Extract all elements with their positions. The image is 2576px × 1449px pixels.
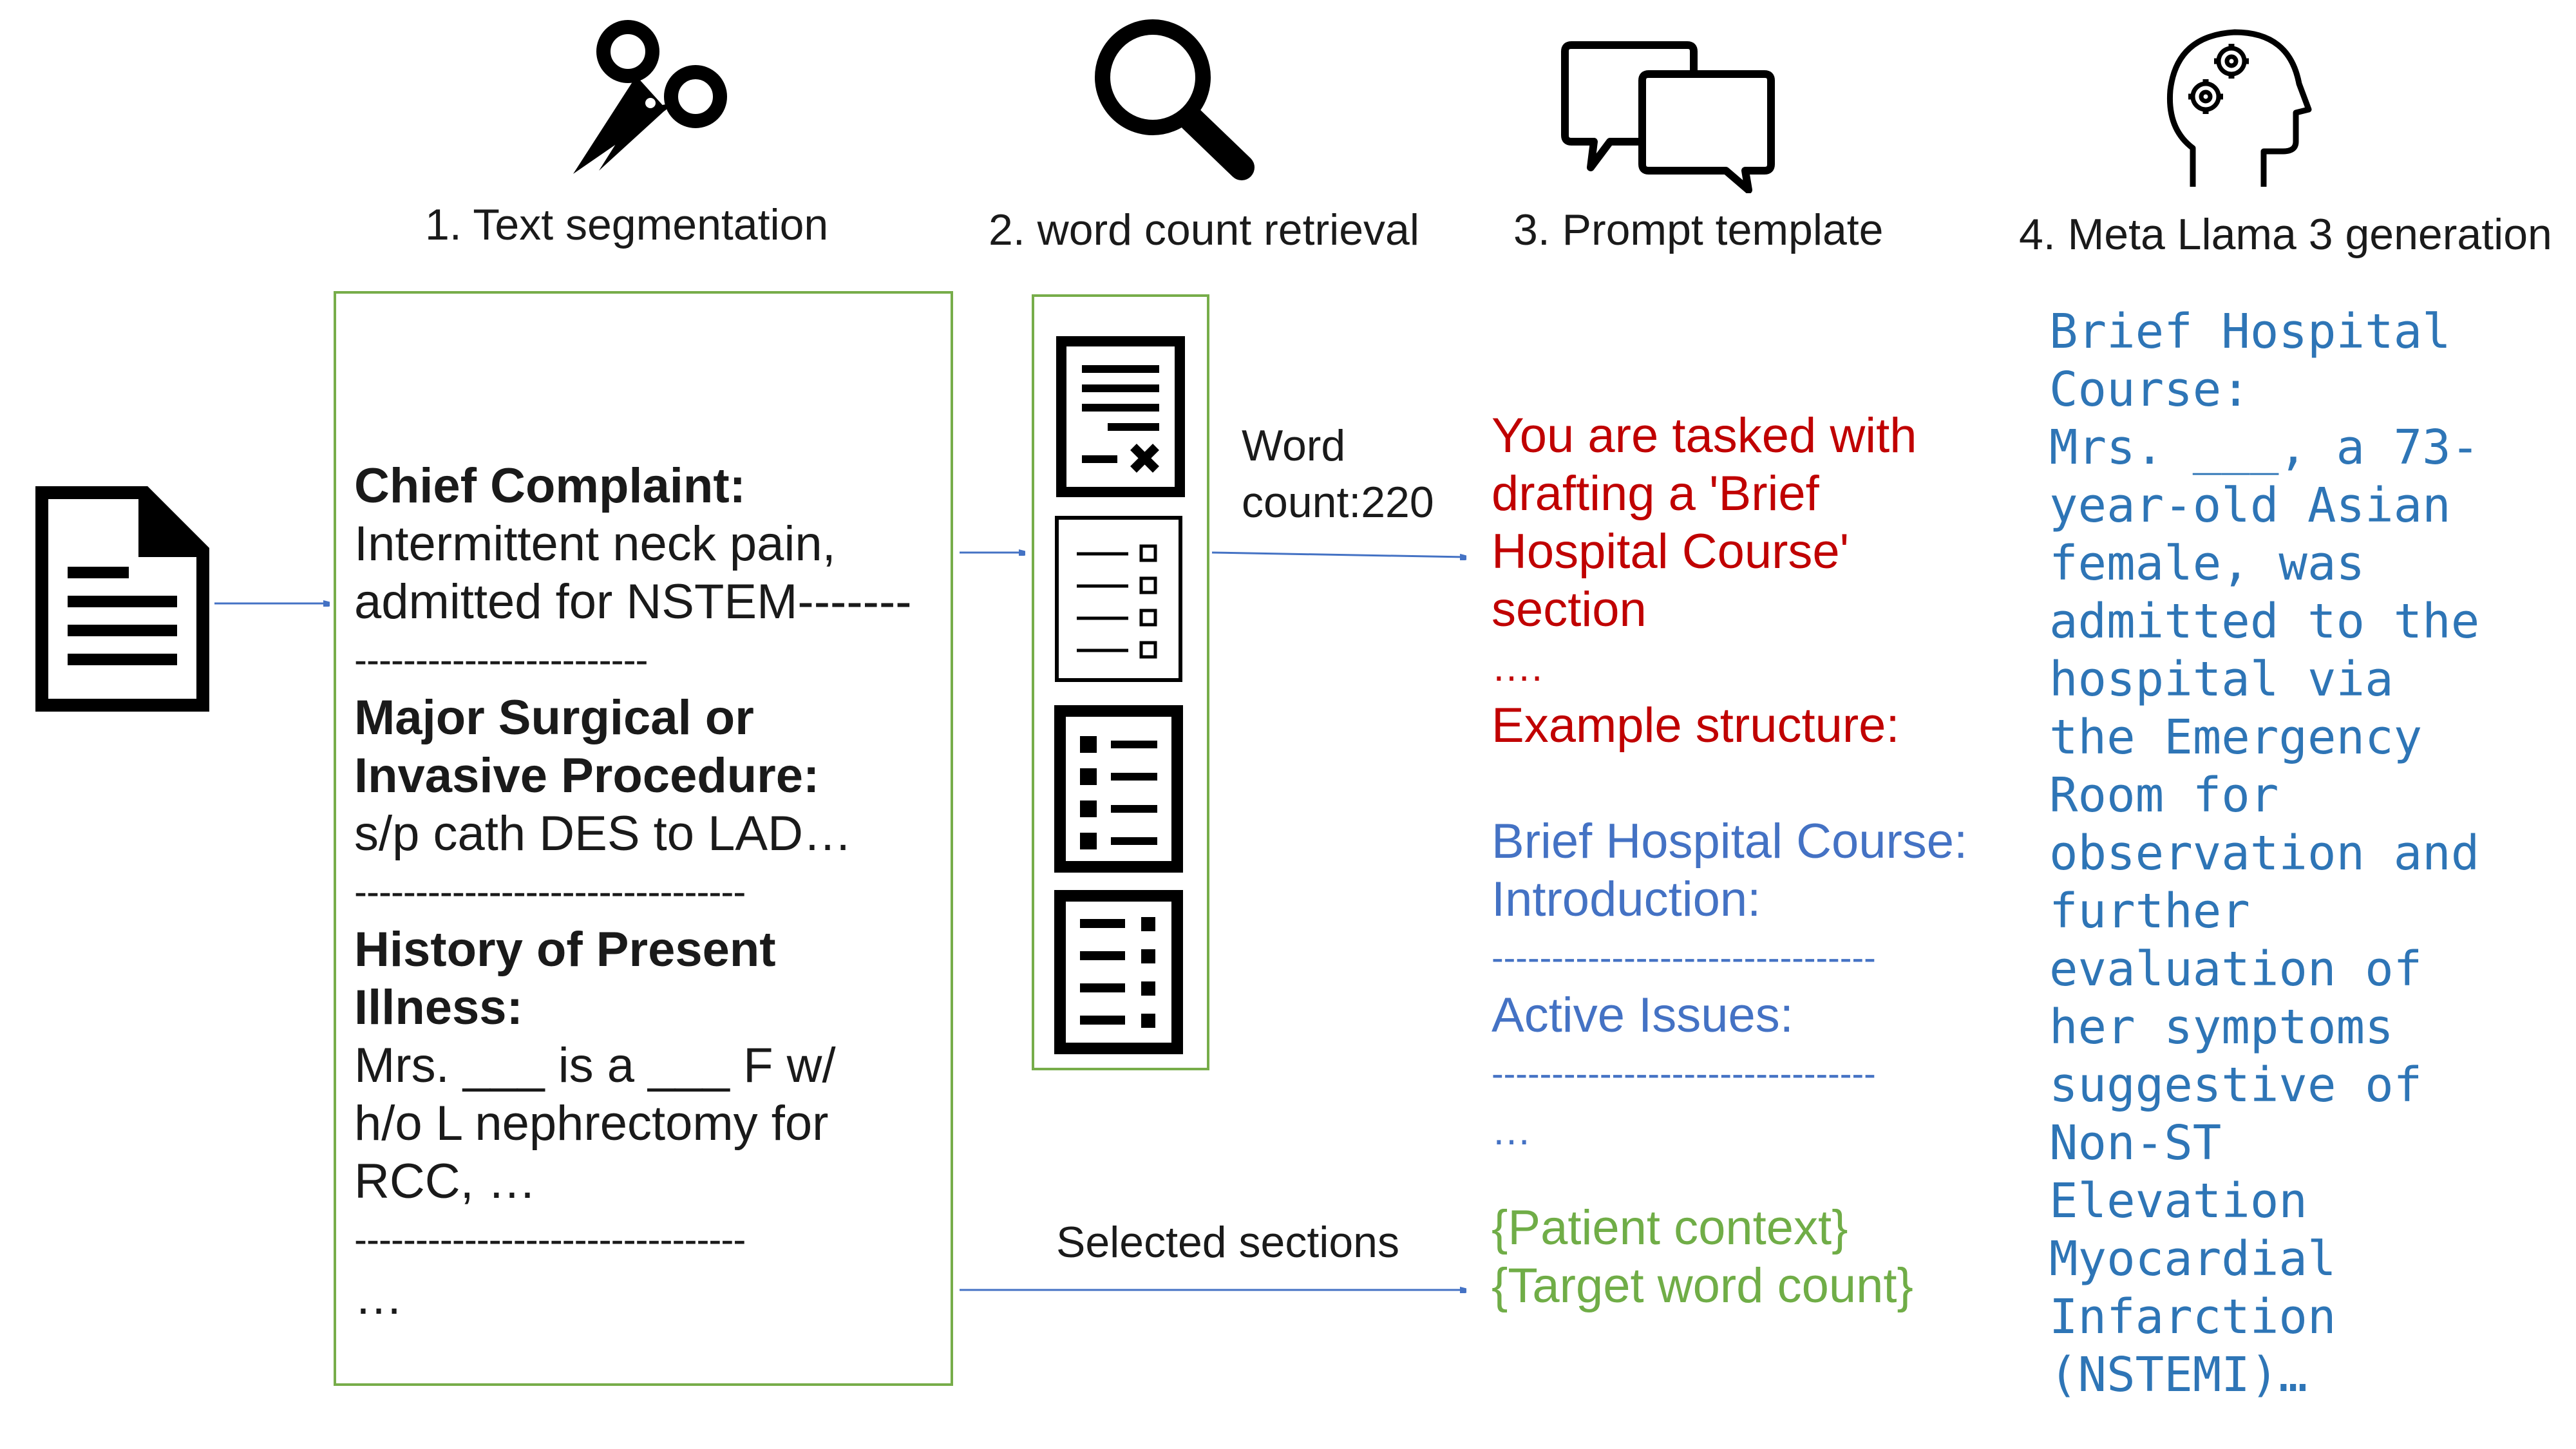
step-label-segmentation: 1. Text segmentation bbox=[425, 200, 829, 249]
generation-line: Myocardial bbox=[2049, 1231, 2336, 1287]
instruction-line: Hospital Course' bbox=[1492, 524, 1850, 579]
generation-line: hospital via bbox=[2049, 652, 2394, 707]
generation-line: admitted to the bbox=[2049, 594, 2480, 649]
generation-line: Course: bbox=[2049, 362, 2250, 417]
generation-line: her symptoms bbox=[2049, 999, 2394, 1055]
generation-line: suggestive of bbox=[2049, 1057, 2423, 1113]
chat-bubbles-icon bbox=[1561, 41, 1775, 193]
hpi-heading: History of Present bbox=[354, 922, 776, 977]
document-check-icon bbox=[1056, 336, 1185, 497]
step-label-retrieval: 2. word count retrieval bbox=[989, 205, 1419, 254]
target-word-count-placeholder: {Target word count} bbox=[1492, 1258, 1913, 1313]
generation-output: Brief Hospital Course: Mrs. ___, a 73- y… bbox=[2049, 303, 2564, 1404]
section-divider: ------------------------ bbox=[354, 638, 649, 681]
structure-line: Introduction: bbox=[1492, 872, 1761, 927]
scissors-icon bbox=[573, 20, 727, 174]
generation-line: Room for bbox=[2049, 768, 2279, 823]
selected-sections-label: Selected sections bbox=[1056, 1218, 1399, 1267]
bullet-list-icon bbox=[1054, 705, 1183, 873]
generation-line: evaluation of bbox=[2049, 942, 2423, 997]
generation-line: further bbox=[2049, 884, 2250, 939]
checklist-icon bbox=[1055, 516, 1182, 682]
chief-complaint-line: admitted for NSTEM------- bbox=[354, 574, 912, 629]
word-count-value: count:220 bbox=[1242, 478, 1434, 527]
instruction-ellipsis: …. bbox=[1492, 645, 1543, 690]
hpi-line: RCC, … bbox=[354, 1154, 536, 1209]
step-label-generation: 4. Meta Llama 3 generation bbox=[2019, 210, 2552, 259]
procedure-heading: Major Surgical or bbox=[354, 690, 754, 745]
generation-line: observation and bbox=[2049, 826, 2480, 881]
retrieval-box bbox=[1032, 294, 1209, 1070]
generation-line: female, was bbox=[2049, 536, 2365, 591]
arrow-retrieval-to-prompt bbox=[1211, 551, 1465, 557]
generation-line: the Emergency bbox=[2049, 710, 2423, 765]
hpi-line: h/o L nephrectomy for bbox=[354, 1096, 829, 1151]
generation-line: Infarction bbox=[2049, 1289, 2336, 1345]
generation-line: Brief Hospital bbox=[2049, 304, 2451, 359]
instruction-line: You are tasked with bbox=[1492, 408, 1917, 463]
structure-ellipsis: … bbox=[1492, 1109, 1531, 1153]
chief-complaint-line: Intermittent neck pain, bbox=[354, 516, 836, 571]
word-count-label: Word count:220 bbox=[1242, 417, 1434, 531]
generation-line: Mrs. ___, a 73- bbox=[2049, 420, 2480, 475]
head-gears-icon bbox=[2166, 29, 2312, 187]
hpi-heading: Illness: bbox=[354, 980, 523, 1035]
segmentation-ellipsis: … bbox=[354, 1270, 403, 1325]
generation-line: Non-ST bbox=[2049, 1115, 2222, 1171]
instruction-line: drafting a 'Brief bbox=[1492, 466, 1819, 521]
generation-line: year-old Asian bbox=[2049, 478, 2451, 533]
prompt-template: You are tasked with drafting a 'Brief Ho… bbox=[1492, 407, 2020, 1315]
word-count-line: Word bbox=[1242, 421, 1346, 470]
instruction-line: section bbox=[1492, 582, 1647, 637]
example-structure-label: Example structure: bbox=[1492, 698, 1900, 753]
section-divider: -------------------------------- bbox=[354, 1218, 746, 1261]
magnifier-icon bbox=[1095, 19, 1255, 180]
generation-line: (NSTEMI)… bbox=[2049, 1347, 2307, 1403]
structure-active-issues: Active Issues: bbox=[1492, 988, 1794, 1043]
structure-divider: -------------------------------- bbox=[1492, 937, 1876, 978]
structure-line: Brief Hospital Course: bbox=[1492, 814, 1968, 869]
structure-divider: -------------------------------- bbox=[1492, 1053, 1876, 1094]
hpi-line: Mrs. ___ is a ___ F w/ bbox=[354, 1038, 836, 1093]
generation-line: Elevation bbox=[2049, 1173, 2307, 1229]
segmentation-content: Chief Complaint: Intermittent neck pain,… bbox=[354, 457, 947, 1327]
procedure-heading: Invasive Procedure: bbox=[354, 748, 820, 803]
document-icon bbox=[35, 486, 209, 712]
procedure-text: s/p cath DES to LAD… bbox=[354, 806, 852, 861]
patient-context-placeholder: {Patient context} bbox=[1492, 1200, 1848, 1255]
chief-complaint-heading: Chief Complaint: bbox=[354, 459, 746, 513]
segmentation-box bbox=[334, 291, 953, 1386]
section-divider: -------------------------------- bbox=[354, 870, 746, 913]
dotted-list-icon bbox=[1054, 890, 1183, 1054]
step-label-prompt: 3. Prompt template bbox=[1513, 205, 1884, 254]
